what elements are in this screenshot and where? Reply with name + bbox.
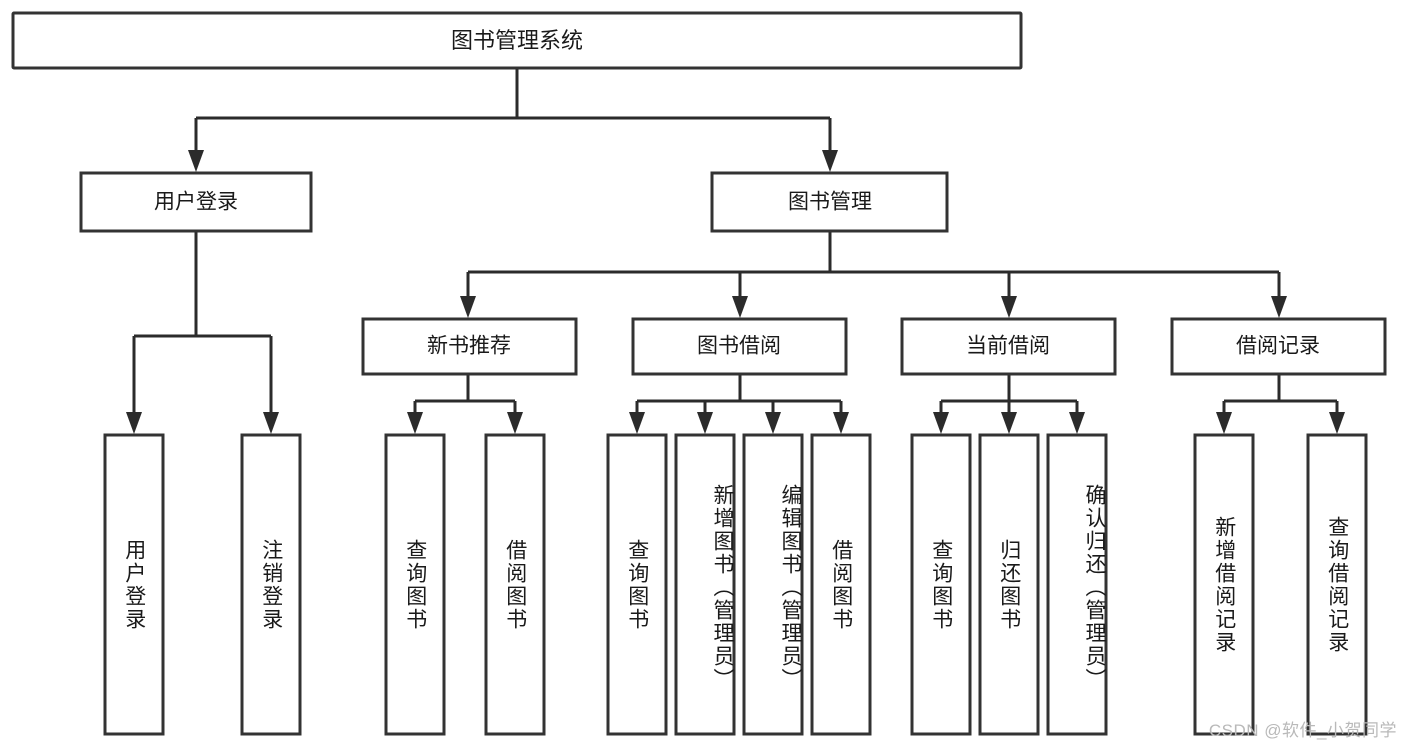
leaf-group-current-borrow	[910, 433, 1108, 736]
node-current-borrow-label: 当前借阅	[966, 335, 1050, 358]
arrow-head-leaf-return-book	[1001, 412, 1017, 434]
arrow-head-book-borrow	[732, 296, 748, 318]
arrow-head-current-borrow	[1001, 296, 1017, 318]
arrow-head-leaf-borrow-book-2	[833, 412, 849, 434]
node-current-borrow[interactable]: 当前借阅	[900, 317, 1117, 376]
leaf-edit-book-box[interactable]	[742, 433, 804, 736]
node-root-box[interactable]	[11, 11, 1023, 70]
node-user-login-box[interactable]	[79, 171, 313, 233]
node-new-book-recommend[interactable]: 新书推荐	[361, 317, 578, 376]
arrow-head-leaf-query-book-3	[933, 412, 949, 434]
node-book-management[interactable]: 图书管理	[710, 171, 949, 233]
connector-group-book-borrow	[629, 375, 849, 434]
arrow-head-new-book-recommend	[460, 296, 476, 318]
node-book-borrow-label: 图书借阅	[697, 335, 781, 358]
arrow-head-leaf-confirm-return	[1069, 412, 1085, 434]
leaf-user-logout-box[interactable]	[240, 433, 302, 736]
node-current-borrow-box[interactable]	[900, 317, 1117, 376]
leaf-return-book-box[interactable]	[978, 433, 1040, 736]
arrow-head-leaf-borrow-book-1	[507, 412, 523, 434]
leaf-add-book-box[interactable]	[674, 433, 736, 736]
node-book-borrow-box[interactable]	[631, 317, 848, 376]
leaf-confirm-return-box[interactable]	[1046, 433, 1108, 736]
arrow-head-leaf-edit-book	[765, 412, 781, 434]
node-new-book-recommend-box[interactable]	[361, 317, 578, 376]
leaf-add-record-box[interactable]	[1193, 433, 1255, 736]
leaf-group-user-login	[103, 433, 302, 736]
arrow-head-book-management	[822, 150, 838, 172]
connector-group-new-book-recommend	[407, 375, 523, 434]
connector-group-borrow-record	[1216, 375, 1345, 434]
leaf-query-book-1-box[interactable]	[384, 433, 446, 736]
node-user-login-label: 用户登录	[154, 191, 238, 214]
connector-group-current-borrow	[933, 375, 1085, 434]
arrow-head-leaf-query-book-2	[629, 412, 645, 434]
csdn-watermark: CSDN @软件_小贺同学	[1208, 721, 1397, 740]
node-book-borrow[interactable]: 图书借阅	[631, 317, 848, 376]
arrow-head-user-login	[188, 150, 204, 172]
arrow-head-leaf-add-record	[1216, 412, 1232, 434]
leaf-group-book-borrow	[606, 433, 872, 736]
connector-group-root	[188, 68, 838, 172]
arrow-head-leaf-add-book	[697, 412, 713, 434]
node-borrow-record-label: 借阅记录	[1236, 335, 1320, 358]
leaf-borrow-book-1-box[interactable]	[484, 433, 546, 736]
arrow-head-borrow-record	[1271, 296, 1287, 318]
arrow-head-leaf-user-login	[126, 412, 142, 434]
leaf-borrow-book-2-box[interactable]	[810, 433, 872, 736]
leaf-query-record-box[interactable]	[1306, 433, 1368, 736]
arrow-head-leaf-user-logout	[263, 412, 279, 434]
connector-group-book-management	[460, 232, 1287, 318]
leaf-group-new-book-recommend	[384, 433, 546, 736]
node-book-management-label: 图书管理	[788, 191, 872, 214]
leaf-group-borrow-record	[1193, 433, 1368, 736]
node-root[interactable]: 图书管理系统	[11, 11, 1023, 70]
node-borrow-record[interactable]: 借阅记录	[1170, 317, 1387, 376]
leaf-query-book-3-box[interactable]	[910, 433, 972, 736]
node-new-book-recommend-label: 新书推荐	[427, 335, 511, 358]
arrow-head-leaf-query-book-1	[407, 412, 423, 434]
node-borrow-record-box[interactable]	[1170, 317, 1387, 376]
arrow-head-leaf-query-record	[1329, 412, 1345, 434]
leaf-query-book-2-box[interactable]	[606, 433, 668, 736]
leaf-user-login-box[interactable]	[103, 433, 165, 736]
node-user-login[interactable]: 用户登录	[79, 171, 313, 233]
connector-group-user-login	[126, 232, 279, 434]
node-root-label: 图书管理系统	[451, 28, 583, 53]
node-book-management-box[interactable]	[710, 171, 949, 233]
